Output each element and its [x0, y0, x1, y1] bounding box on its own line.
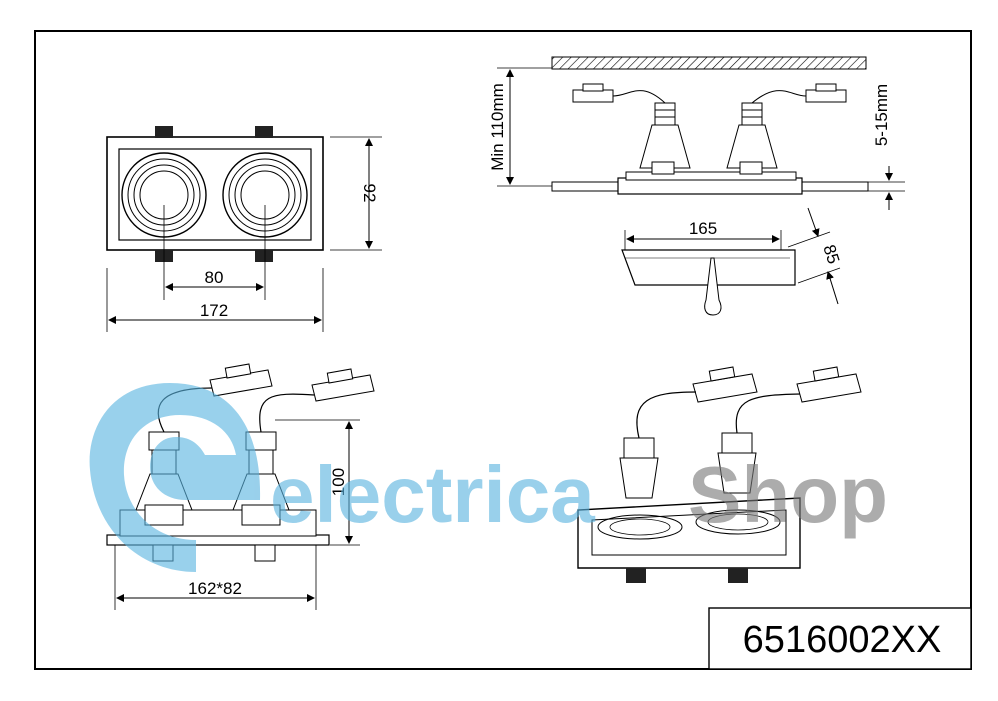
watermark-text-electrica: electrica: [270, 450, 595, 539]
front-view-cutout-label: 162*82: [188, 579, 242, 598]
top-view-width-label: 172: [200, 301, 228, 320]
side-view-min-depth-label: Min 110mm: [488, 83, 507, 171]
perspective-clip: [626, 568, 646, 583]
side-view-terminal-left: [572, 83, 614, 103]
top-view-clip: [255, 250, 273, 262]
front-view-terminal-left: [209, 363, 273, 397]
model-number: 6516002XX: [743, 619, 942, 661]
side-view-cutout-label: 165: [689, 219, 717, 238]
perspective-lamp-left: [619, 437, 659, 499]
model-number-box: 6516002XX: [708, 607, 972, 670]
side-view-lamp-right: [726, 102, 778, 175]
electricashop-watermark: electrica Shop: [89, 383, 888, 572]
perspective-terminal-right: [796, 366, 862, 403]
front-view-terminal-right: [311, 368, 375, 402]
front-view-height-label: 100: [329, 468, 348, 496]
top-view: 92 80 172: [106, 126, 382, 332]
perspective-view: [577, 366, 862, 583]
perspective-clip: [728, 568, 748, 583]
side-view-cutout-depth-label: 85: [819, 242, 843, 266]
ceiling-slab: [551, 56, 867, 70]
side-view-ceiling-range-label: 5-15mm: [872, 84, 891, 146]
cutout-panel: [621, 249, 796, 286]
watermark-logo-icon: [89, 383, 261, 572]
watermark-text-shop: Shop: [688, 450, 888, 539]
side-view-lamp-left: [639, 102, 691, 175]
top-view-height-label: 92: [360, 184, 379, 203]
top-view-spacing-label: 80: [205, 268, 224, 287]
top-view-clip: [155, 126, 173, 138]
top-view-inner-frame: [118, 148, 312, 241]
top-view-outer-frame: [106, 136, 324, 251]
drawing-frame: [34, 30, 972, 670]
side-view-terminal-right: [805, 83, 847, 103]
top-view-clip: [255, 126, 273, 138]
side-view: Min 110mm 5-15mm 165 85: [488, 56, 905, 316]
cutout-tool-icon: [704, 257, 722, 316]
perspective-terminal-left: [692, 366, 758, 403]
